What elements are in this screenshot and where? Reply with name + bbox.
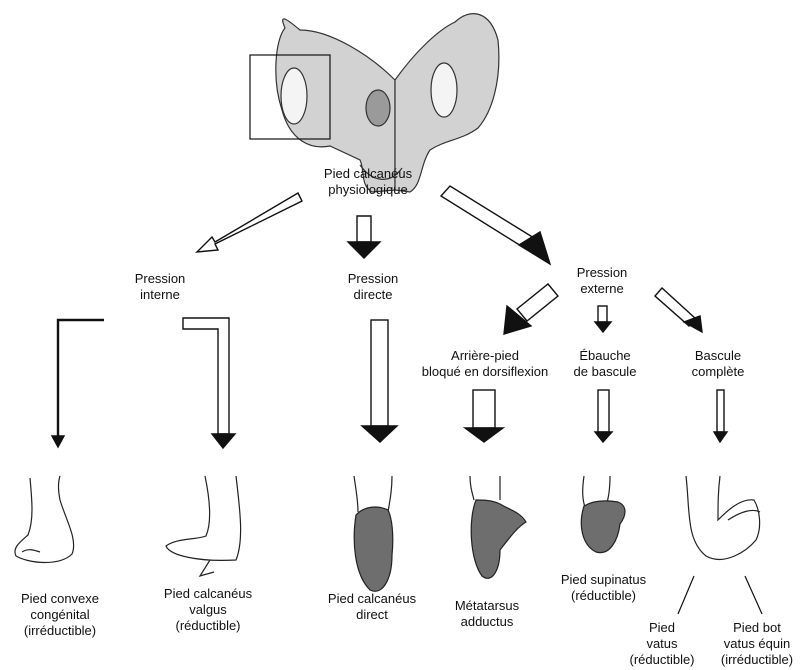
arrow-direct-head: [362, 426, 397, 442]
foot-supinatus-sole: [581, 501, 625, 553]
branch-external-label: Pression externe: [547, 265, 657, 297]
foot-valgus: [166, 476, 241, 576]
foot-direct-sole: [354, 507, 393, 591]
arrow-bot-head: [714, 432, 727, 442]
arrow-valgus: [183, 318, 229, 434]
arrow-direct-shaft: [371, 320, 388, 426]
foot-convexe: [15, 476, 74, 563]
foot-supinatus: [581, 476, 625, 553]
outcome-direct-label: Pied calcanéus direct: [312, 591, 432, 623]
arrow-to-internal: [197, 193, 302, 252]
sub-blocked-label: Arrière-pied bloqué en dorsiflexion: [420, 348, 550, 380]
root-label: Pied calcanéus physiologique: [296, 166, 440, 198]
infant-right-foot: [431, 63, 457, 117]
sub-complete-label: Bascule complète: [676, 348, 760, 380]
foot-direct: [354, 476, 393, 591]
arrow-to-direct-shaft: [357, 216, 371, 242]
leader-lines: [678, 576, 762, 614]
outcome-supinatus-label: Pied supinatus (réductible): [546, 572, 661, 604]
arrow-supinatus-head: [595, 432, 612, 442]
arrow-to-sketch-head: [595, 322, 611, 332]
foot-metatarsus: [470, 476, 526, 578]
arrow-to-external-shaft: [441, 186, 534, 249]
arrow-convexe: [58, 320, 104, 440]
arrow-supinatus-shaft: [598, 390, 609, 432]
outcome-metatarsus-label: Métatarsus adductus: [442, 598, 532, 630]
branch-internal-label: Pression interne: [105, 271, 215, 303]
infant-left-foot: [281, 68, 307, 124]
direct-arrow: [362, 320, 397, 442]
outcome-vatus-label: Pied vatus (réductible): [618, 620, 706, 668]
outcome-bot-label: Pied bot vatus équin (irréductible): [708, 620, 806, 668]
arrow-metatarsus-head: [465, 428, 503, 442]
leader-vatus: [678, 576, 694, 614]
outcome-convexe-label: Pied convexe congénital (irréductible): [0, 591, 120, 639]
sub-arrows: [465, 390, 727, 442]
arrow-bot-shaft: [717, 390, 724, 432]
sub-sketch-label: Ébauche de bascule: [563, 348, 647, 380]
leader-bot: [745, 576, 762, 614]
arrow-to-direct-head: [348, 242, 380, 258]
arrow-metatarsus-shaft: [473, 390, 495, 428]
outcome-valgus-label: Pied calcanéus valgus (réductible): [148, 586, 268, 634]
branch-direct-label: Pression directe: [318, 271, 428, 303]
arrow-valgus-head: [212, 434, 235, 448]
infant-genital-area: [366, 90, 390, 126]
foot-bot: [686, 476, 760, 559]
arrow-convexe-head: [52, 436, 64, 447]
arrow-to-sketch-shaft: [598, 306, 607, 322]
internal-arrows: [52, 318, 235, 448]
foot-metatarsus-sole: [471, 500, 526, 578]
